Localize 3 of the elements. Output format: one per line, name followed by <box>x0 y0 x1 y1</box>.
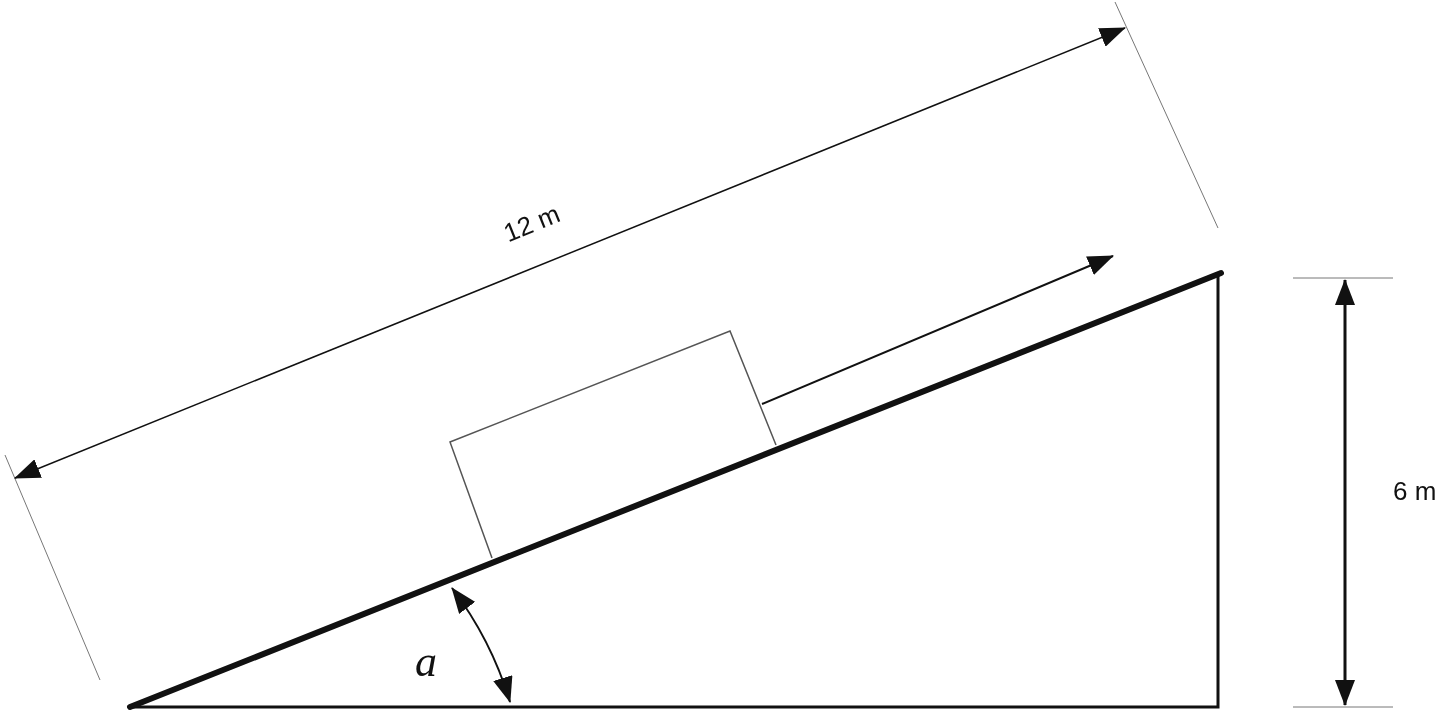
dimension-label: 6 m <box>1393 478 1437 504</box>
angle-label: a <box>415 640 437 684</box>
dimension-label: 12 m <box>500 200 564 247</box>
